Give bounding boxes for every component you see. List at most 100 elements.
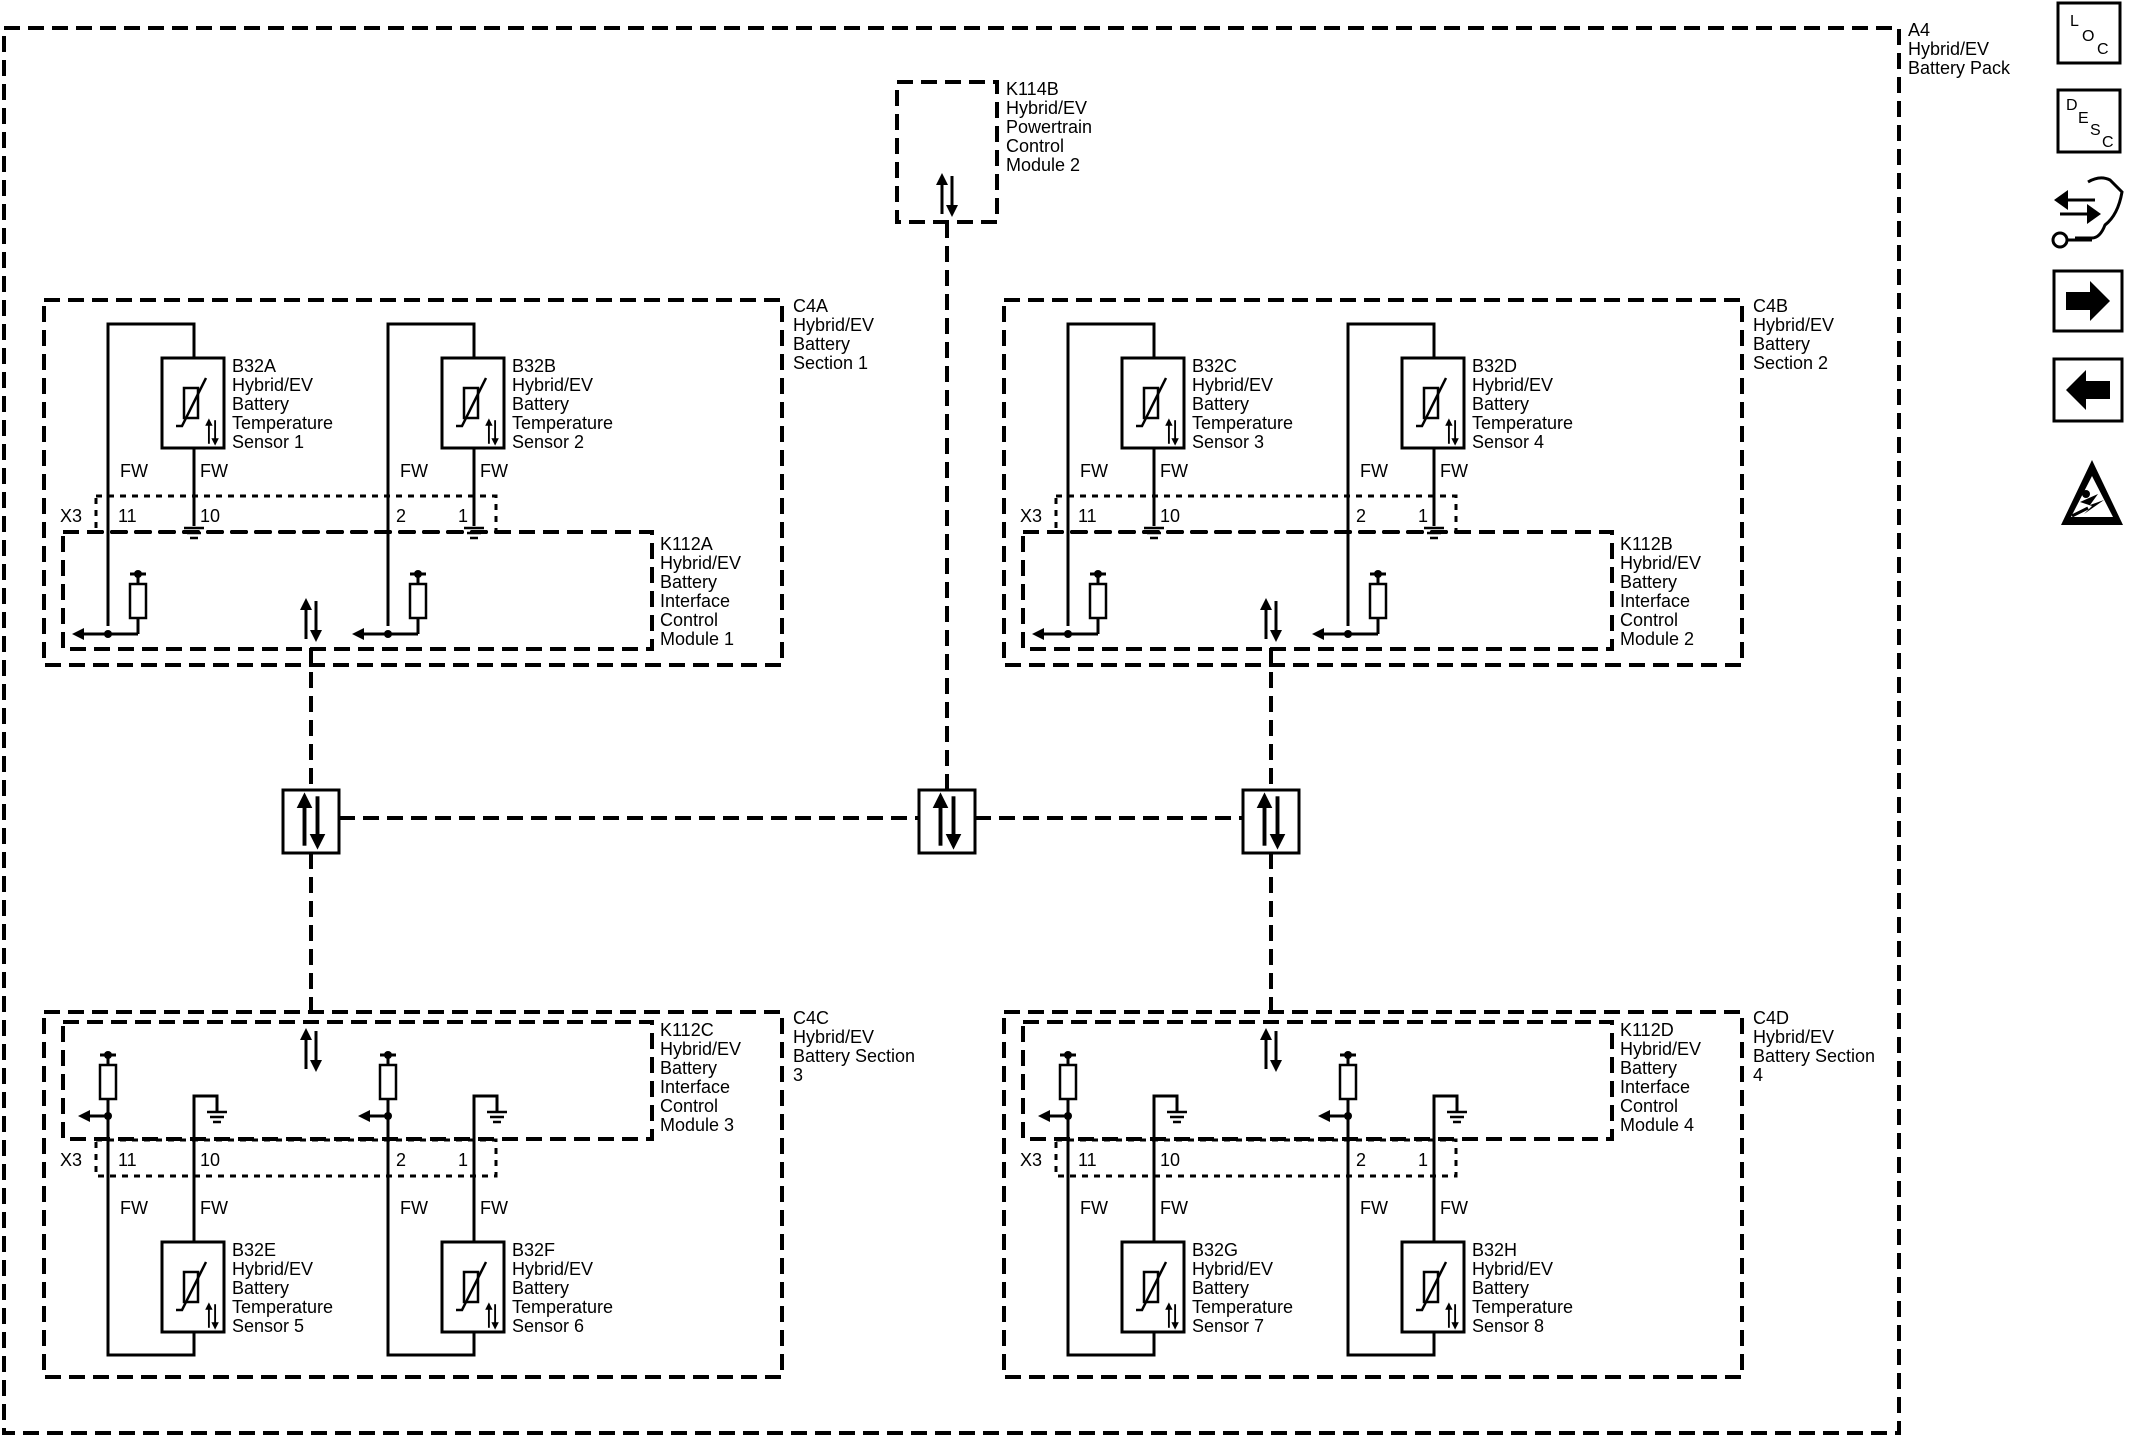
previous-page-icon[interactable] [2052, 357, 2124, 423]
sensor-2-junction [1344, 630, 1352, 638]
sensor-2-loop-wire [1346, 322, 1436, 626]
sensor-2-loop-wire [1346, 1116, 1436, 1357]
pin-label-2: 2 [1356, 506, 1366, 526]
sensor-1-fw-left: FW [1080, 1198, 1108, 1218]
sensor-2-pullup-resistor [408, 582, 428, 620]
sensor-1-fw-left: FW [1080, 461, 1108, 481]
sensor-2-signal-arrow [352, 628, 364, 640]
connector-x3 [94, 1138, 498, 1178]
sensor-1-fw-right: FW [200, 1198, 228, 1218]
battery-pack-boundary [2, 26, 1901, 1435]
pin-label-1: 1 [1418, 1150, 1428, 1170]
powertrain-control-module: K114B Hybrid/EV Powertrain Control Modul… [895, 79, 1097, 224]
sensor-2-resistor [462, 1270, 480, 1304]
sensor-1-temp-slash [176, 377, 208, 428]
sensor-2-junction [384, 630, 392, 638]
sensor-2-resistor [1422, 386, 1440, 420]
sensor-1-return-wire [1152, 1094, 1179, 1242]
sensor-2-fw-left: FW [1360, 1198, 1388, 1218]
section-boundary [1002, 298, 1744, 667]
sensor-2-signal-arrow [358, 1110, 370, 1122]
sensor-1-return-wire [192, 1094, 219, 1242]
sensor-2-temp-slash [1416, 1261, 1448, 1312]
sensor-2-junction [1344, 1112, 1352, 1120]
sensor-1-ground [184, 526, 204, 540]
connector-x3 [1054, 494, 1458, 534]
sensor-2-resistor [1422, 1270, 1440, 1304]
sensor-1-loop-wire [106, 1116, 196, 1357]
sensor-2-temp-slash [456, 377, 488, 428]
sensor-1-pullup-resistor [1058, 1063, 1078, 1101]
module-boundary [61, 1020, 654, 1141]
sensor-1-temp-slash [1136, 1261, 1168, 1312]
section-boundary [1002, 1010, 1744, 1379]
high-voltage-warning-icon [2061, 460, 2123, 525]
sensor-2-pullup-resistor [378, 1063, 398, 1101]
sensor-2-ground [487, 1110, 507, 1124]
sensor-2-return-wire [1432, 1094, 1459, 1242]
section-boundary [42, 298, 784, 667]
sensor-1-ground [207, 1110, 227, 1124]
pin-label-1: 1 [458, 506, 468, 526]
connector-repair-icon[interactable] [2051, 176, 2124, 249]
sensor-1-fw-left: FW [120, 1198, 148, 1218]
sensor-2-loop-wire [386, 1116, 476, 1357]
module-boundary [1021, 1020, 1614, 1141]
sensor-1-pullup-resistor [1088, 582, 1108, 620]
sensor-1-temp-slash [176, 1261, 208, 1312]
pin-label-2: 2 [396, 506, 406, 526]
sensor-1-junction [1064, 1112, 1072, 1120]
sensor-1-temp-slash [1136, 377, 1168, 428]
sensor-1-junction [104, 630, 112, 638]
sensor-1-junction [1064, 630, 1072, 638]
svg-text:E: E [2078, 110, 2089, 127]
sensor-1-pullup-resistor [128, 582, 148, 620]
sensor-1-junction [104, 1112, 112, 1120]
sensor-1-fw-left: FW [120, 461, 148, 481]
svg-text:C: C [2097, 41, 2109, 58]
pin-label-11: 11 [1078, 506, 1097, 526]
sensor-1-signal-arrow [72, 628, 84, 640]
pin-label-2: 2 [1356, 1150, 1366, 1170]
module-data-arrows [298, 596, 324, 644]
next-page-icon[interactable] [2052, 269, 2124, 333]
pcm-label: K114B Hybrid/EV Powertrain Control Modul… [1006, 79, 1097, 175]
connector-x3 [1054, 1138, 1458, 1178]
pin-label-10: 10 [1160, 506, 1180, 526]
sensor-1-signal-arrow [1038, 1110, 1050, 1122]
sensor-1-fw-right: FW [200, 461, 228, 481]
module-data-arrows [1258, 596, 1284, 644]
sensor-2-ground [1424, 526, 1444, 540]
sensor-2-fw-right: FW [1440, 1198, 1468, 1218]
sensor-1-resistor [1142, 1270, 1160, 1304]
svg-text:D: D [2066, 97, 2078, 114]
battery-pack-label: A4 Hybrid/EV Battery Pack [1908, 20, 2011, 78]
sensor-2-fw-right: FW [480, 461, 508, 481]
svg-text:L: L [2070, 13, 2079, 30]
side-icon-column: L O C D E S C [2051, 1, 2124, 525]
sensor-1-signal-arrow [1032, 628, 1044, 640]
pin-label-11: 11 [1078, 1150, 1097, 1170]
sensor-1-resistor [1142, 386, 1160, 420]
sensor-1-ground [1144, 526, 1164, 540]
loc-icon[interactable]: L O C [2056, 1, 2122, 65]
desc-icon[interactable]: D E S C [2056, 88, 2122, 154]
serial-data-junction-center [917, 788, 977, 855]
serial-data-bus [309, 222, 1273, 1022]
